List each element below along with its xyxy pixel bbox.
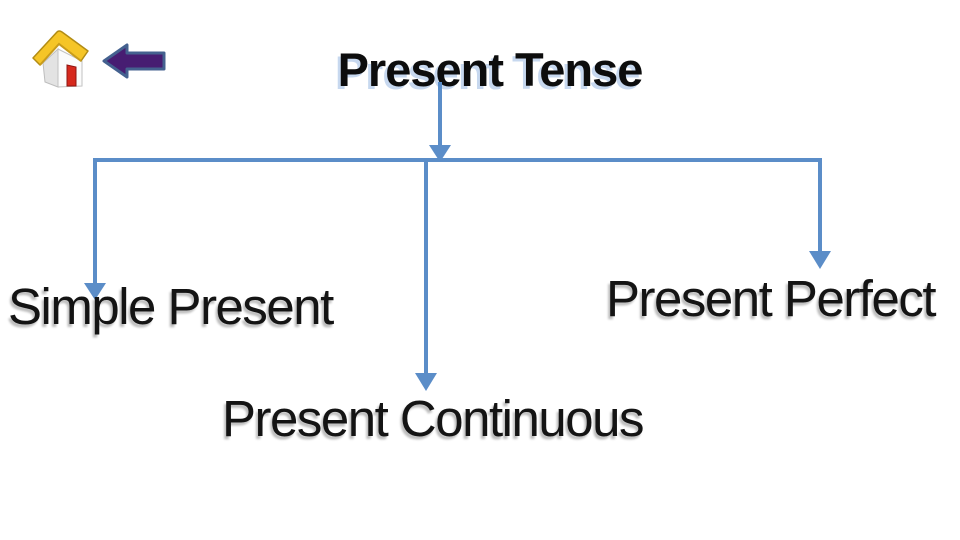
node-present-continuous: Present Continuous [222, 390, 644, 447]
home-icon [32, 30, 89, 88]
home-button[interactable] [30, 22, 92, 92]
slide-title: Present Tense [337, 43, 644, 97]
arrowhead-root [429, 145, 451, 162]
back-button[interactable] [101, 42, 167, 80]
arrowhead-right [809, 251, 831, 269]
back-arrow-icon [102, 43, 166, 79]
node-present-perfect: Present Perfect [606, 270, 937, 327]
arrowhead-center [415, 373, 437, 391]
node-simple-present: Simple Present [8, 278, 334, 335]
arrowhead-left [84, 283, 106, 300]
